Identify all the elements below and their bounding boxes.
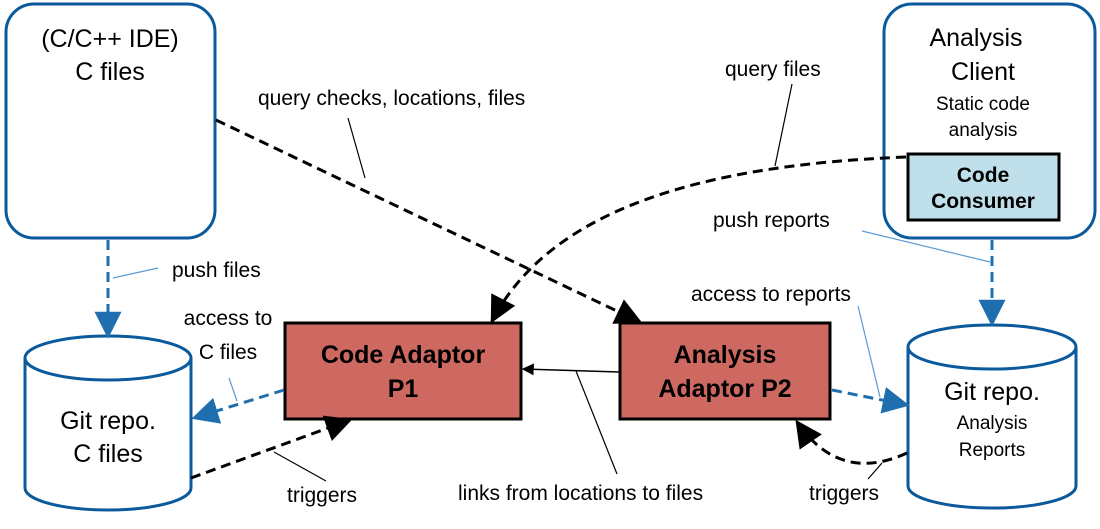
label-access-reports: access to reports bbox=[691, 283, 851, 306]
git-c-files-line2: C files bbox=[73, 440, 142, 468]
ide-title: (C/C++ IDE) bbox=[41, 25, 179, 53]
leader-push-reports bbox=[861, 230, 991, 263]
analysis-adaptor-line2: Adaptor P2 bbox=[658, 375, 791, 403]
git-reports-line2: Analysis bbox=[957, 413, 1028, 434]
label-push-reports: push reports bbox=[713, 209, 830, 232]
label-query-checks: query checks, locations, files bbox=[258, 87, 525, 110]
code-adaptor-box: Code Adaptor P1 bbox=[283, 321, 523, 421]
label-push-files: push files bbox=[172, 259, 261, 282]
links-arrow bbox=[521, 363, 620, 376]
ide-subtitle: C files bbox=[75, 58, 144, 86]
analysis-adaptor-box: Analysis Adaptor P2 bbox=[618, 321, 832, 421]
access-reports-arrow bbox=[831, 386, 910, 414]
git-reports-line1: Git repo. bbox=[944, 378, 1040, 406]
code-adaptor-line1: Code Adaptor bbox=[321, 341, 486, 369]
triggers-left-arrow bbox=[190, 415, 353, 480]
client-title-1: Analysis bbox=[929, 24, 1022, 52]
label-triggers-left: triggers bbox=[287, 484, 357, 507]
label-triggers-right: triggers bbox=[809, 482, 879, 505]
analysis-adaptor-line1: Analysis bbox=[674, 341, 777, 369]
query-checks-arrow bbox=[215, 118, 643, 324]
git-reports-line3: Reports bbox=[959, 440, 1026, 461]
code-consumer-line1: Code bbox=[957, 164, 1010, 187]
ide-box: (C/C++ IDE) C files bbox=[4, 2, 217, 240]
access-c-files-arrow bbox=[191, 388, 285, 424]
leader-triggers-left bbox=[273, 451, 327, 482]
leader-query-files bbox=[774, 83, 793, 167]
leader-push-files bbox=[112, 267, 159, 279]
git-repo-analysis-reports: Git repo. Analysis Reports bbox=[906, 323, 1078, 510]
leader-query-checks bbox=[347, 117, 366, 179]
label-access-c-files-2: C files bbox=[199, 341, 257, 364]
leader-triggers-right bbox=[867, 462, 883, 480]
label-links: links from locations to files bbox=[458, 482, 703, 505]
client-desc-2: analysis bbox=[949, 120, 1018, 141]
label-access-c-files-1: access to bbox=[184, 307, 273, 330]
leader-access-c-files bbox=[228, 377, 238, 402]
client-desc-1: Static code bbox=[936, 94, 1030, 115]
git-c-files-line1: Git repo. bbox=[60, 407, 156, 435]
query-files-arrow bbox=[490, 155, 907, 324]
git-repo-c-files: Git repo. C files bbox=[23, 334, 193, 512]
label-query-files: query files bbox=[725, 58, 821, 81]
leader-access-reports bbox=[857, 305, 881, 398]
code-consumer-line2: Consumer bbox=[931, 190, 1035, 213]
code-consumer-box: Code Consumer bbox=[906, 152, 1061, 222]
triggers-right-arrow bbox=[795, 419, 908, 465]
code-adaptor-line2: P1 bbox=[388, 375, 419, 403]
leader-links bbox=[575, 370, 618, 475]
client-title-2: Client bbox=[951, 58, 1015, 86]
